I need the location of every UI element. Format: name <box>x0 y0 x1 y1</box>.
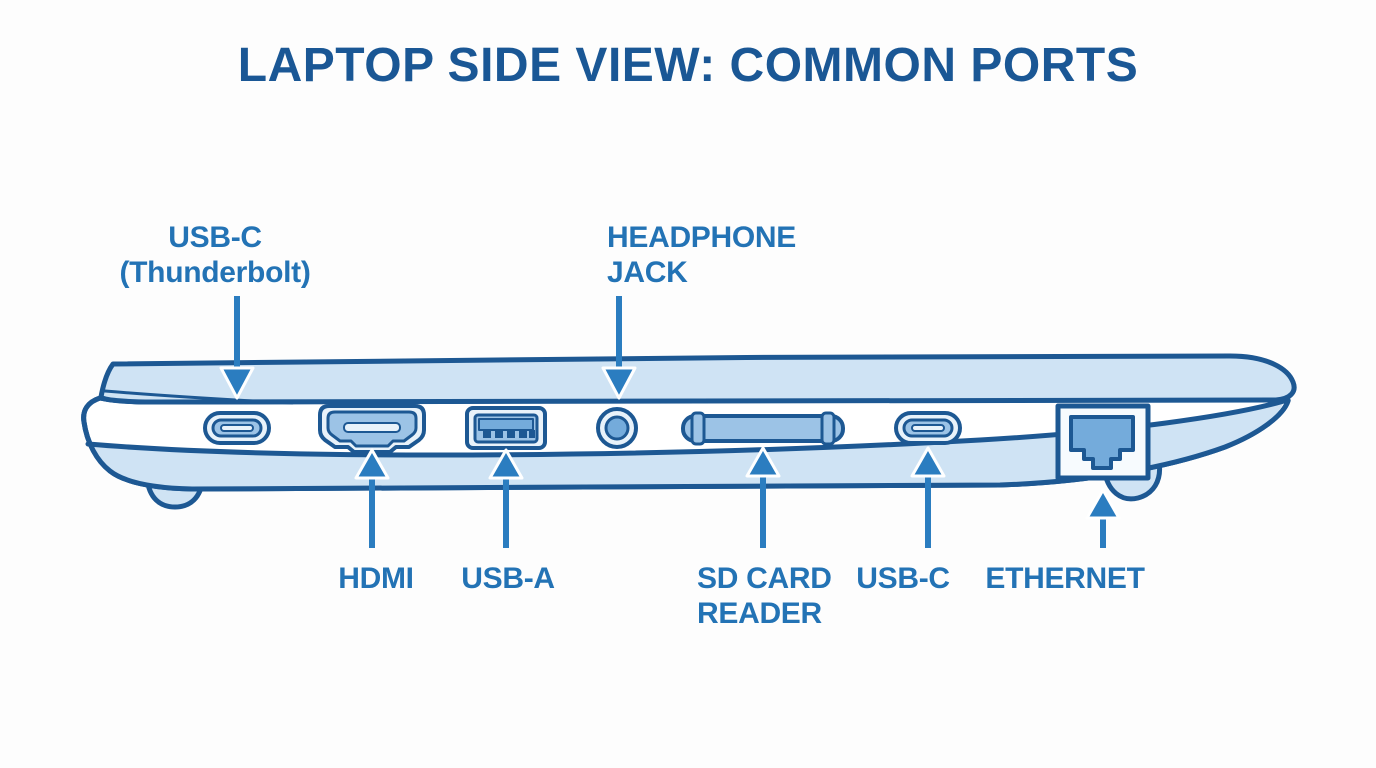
arrow-usb-c-thunderbolt <box>219 296 255 400</box>
label-sd-card-reader: SD CARD READER <box>697 561 832 631</box>
label-sd-card-reader-line1: SD CARD <box>697 562 832 595</box>
label-usb-c-thunderbolt: USB-C (Thunderbolt) <box>85 220 345 290</box>
arrow-sd-card-reader <box>745 446 781 548</box>
usb-c-thunderbolt-port-icon <box>203 411 271 445</box>
label-headphone-jack-line1: HEADPHONE <box>607 221 796 254</box>
label-headphone-jack: HEADPHONE JACK <box>607 220 796 290</box>
hdmi-port-icon <box>318 404 426 454</box>
label-hdmi: HDMI <box>338 562 414 595</box>
usb-c-port-icon <box>894 411 962 445</box>
headphone-jack-icon <box>596 407 638 449</box>
ethernet-port-icon <box>1055 403 1151 481</box>
label-headphone-jack-line2: JACK <box>607 256 688 289</box>
sd-card-slot-icon <box>681 411 845 446</box>
arrow-usb-a <box>488 448 524 548</box>
page-title: LAPTOP SIDE VIEW: COMMON PORTS <box>237 39 1139 92</box>
label-ethernet: ETHERNET <box>985 562 1145 595</box>
arrow-usb-c <box>910 446 946 548</box>
arrow-ethernet <box>1085 488 1121 548</box>
label-sd-card-reader-line2: READER <box>697 597 822 630</box>
label-usb-c-thunderbolt-line1: USB-C <box>168 221 262 254</box>
label-usb-a: USB-A <box>461 562 555 595</box>
usb-a-port-icon <box>465 406 547 450</box>
arrow-headphone-jack <box>601 296 637 400</box>
laptop-lid <box>98 353 1297 405</box>
label-usb-c-thunderbolt-line2: (Thunderbolt) <box>119 256 311 289</box>
arrow-hdmi <box>354 448 390 548</box>
label-usb-c: USB-C <box>856 562 950 595</box>
